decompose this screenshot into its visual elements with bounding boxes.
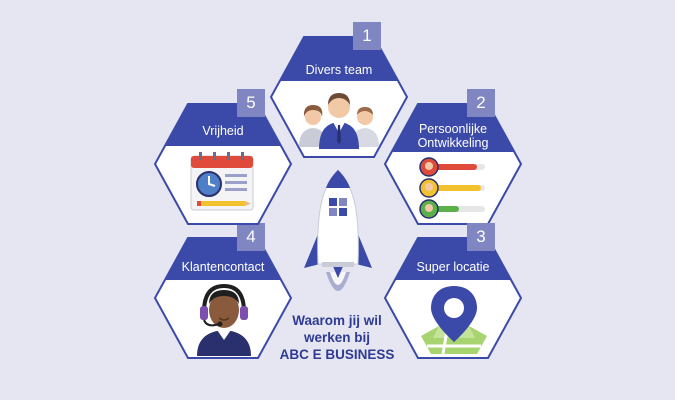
center-caption-line1: Waarom jij wil bbox=[292, 313, 382, 328]
progress-bars-icon bbox=[419, 156, 489, 225]
center-caption-line3: ABC E BUSINESS bbox=[279, 347, 395, 362]
hex-klantencontact: Klantencontact 4 bbox=[153, 223, 293, 361]
badge-number: 2 bbox=[467, 89, 495, 117]
badge-number: 4 bbox=[237, 223, 265, 251]
hex-title: Klantencontact bbox=[181, 260, 265, 274]
hex-divers-team: Divers team 1 bbox=[269, 22, 409, 159]
center-caption-line2: werken bij bbox=[303, 330, 371, 345]
hex-title: Persoonlijke Ontwikkeling bbox=[383, 122, 523, 150]
hex-title: Super locatie bbox=[416, 260, 490, 274]
badge-number: 3 bbox=[467, 223, 495, 251]
hex-super-locatie: Super locatie 3 bbox=[383, 223, 523, 361]
hex-persoonlijke-ontwikkeling: Persoonlijke Ontwikkeling 2 bbox=[383, 89, 523, 226]
hex-vrijheid: Vrijheid 5 bbox=[153, 89, 293, 226]
headset-agent-icon bbox=[191, 280, 257, 361]
team-icon bbox=[297, 87, 381, 154]
center-caption: Waarom jij wil werken bij ABC E BUSINESS bbox=[262, 312, 412, 363]
calendar-clock-icon bbox=[189, 150, 257, 217]
hex-title: Divers team bbox=[305, 63, 373, 77]
badge-number: 5 bbox=[237, 89, 265, 117]
rocket-icon bbox=[302, 168, 374, 310]
badge-number: 1 bbox=[353, 22, 381, 50]
hex-title: Vrijheid bbox=[202, 124, 244, 138]
map-pin-icon bbox=[417, 284, 491, 361]
hex-title-line1: Persoonlijke bbox=[418, 122, 488, 136]
hex-title-line2: Ontwikkeling bbox=[417, 136, 489, 150]
